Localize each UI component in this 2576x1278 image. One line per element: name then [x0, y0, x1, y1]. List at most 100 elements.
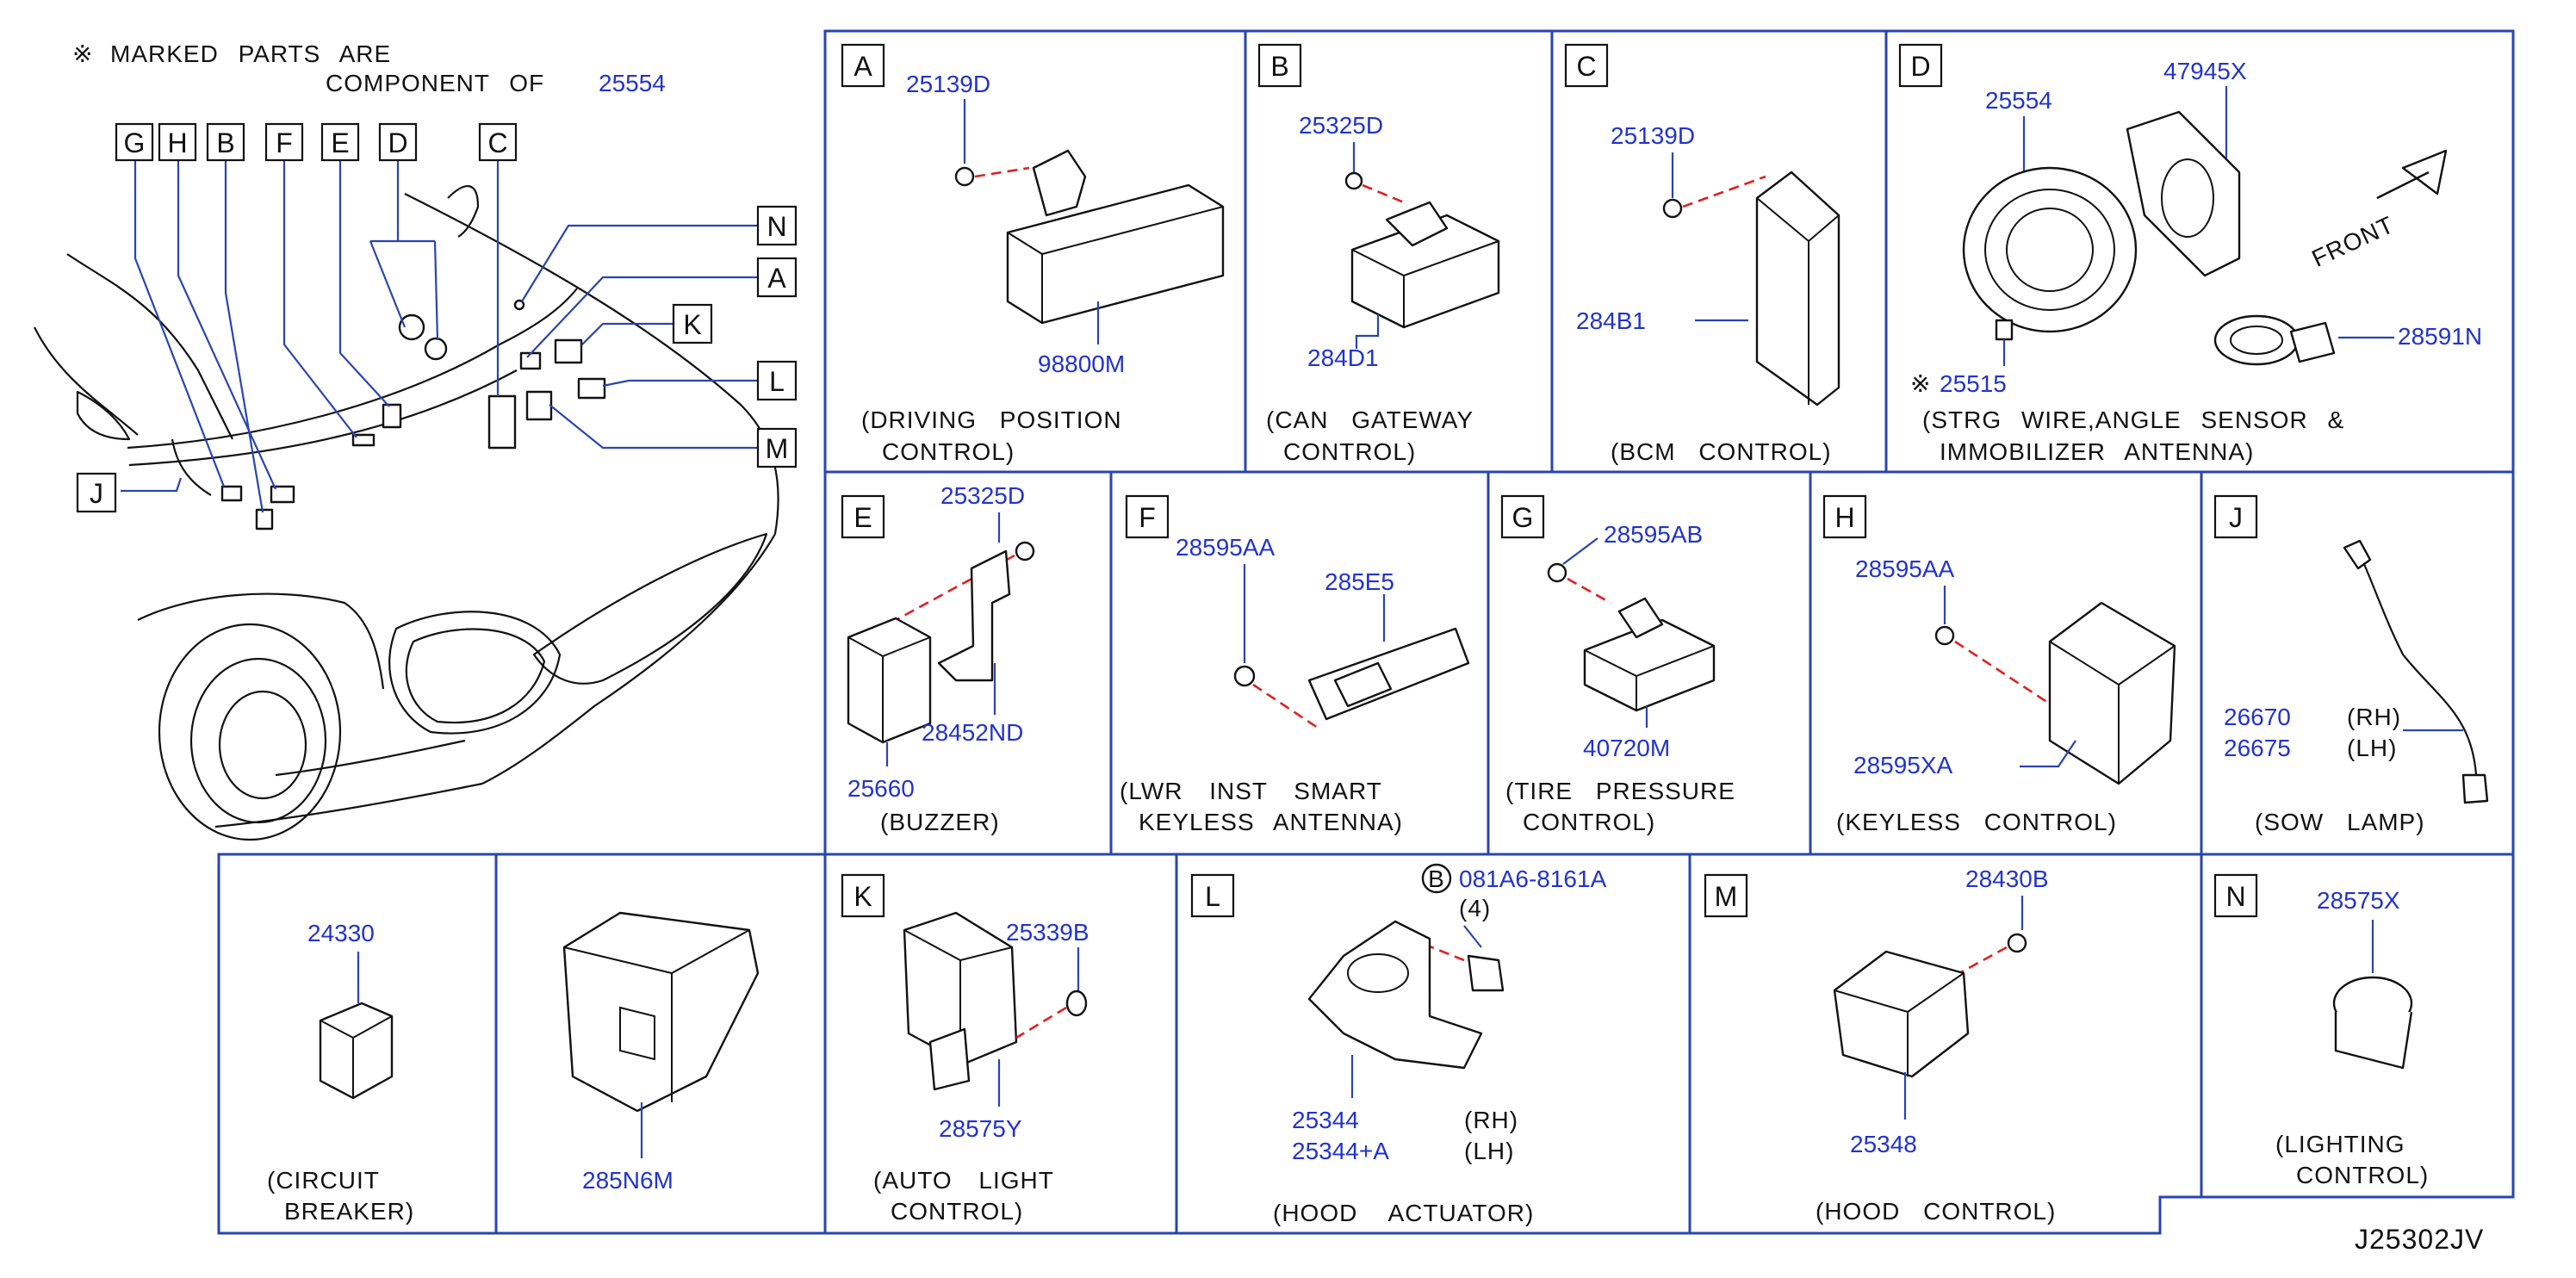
panel-c-letter: C — [1576, 51, 1596, 82]
callout-f: F — [264, 122, 304, 162]
mirror — [76, 390, 131, 441]
note-line2: COMPONENT OF — [326, 70, 544, 96]
comp-e — [382, 403, 402, 429]
panel-n-caption-1: (LIGHTING — [2275, 1131, 2405, 1157]
part-24330: 24330 — [307, 920, 375, 946]
part-285N6M: 285N6M — [582, 1167, 673, 1194]
panel-g-caption-1: (TIRE PRESSURE — [1505, 778, 1735, 804]
panel-b-letter: B — [1270, 51, 1288, 82]
panel-m-caption: (HOOD CONTROL) — [1816, 1198, 2056, 1225]
svg-text:N: N — [767, 211, 786, 242]
callout-a: A — [756, 257, 798, 298]
part-98800M: 98800M — [1038, 351, 1125, 377]
svg-text:G: G — [124, 127, 146, 158]
comp-g — [220, 485, 243, 502]
hood-control-25348 — [1833, 950, 1970, 1078]
panel-h-letter: H — [1834, 502, 1854, 533]
sow-lamp — [2461, 773, 2489, 804]
part-28591N: 28591N — [2398, 323, 2482, 350]
note-part-number: 25554 — [599, 70, 666, 96]
part-285E5: 285E5 — [1325, 568, 1394, 595]
lamp-wire — [2362, 563, 2478, 776]
bumper-bottom — [214, 782, 483, 828]
panel-k-caption-1: (AUTO LIGHT — [873, 1167, 1054, 1194]
panel-e: E 25325D 28452ND 25660 (BUZZER) — [841, 482, 1035, 835]
panel-f-letter: F — [1139, 502, 1156, 533]
panel-d-caption-1: (STRG WIRE,ANGLE SENSOR & — [1922, 406, 2344, 433]
panel-circuit-breaker: 24330 (CIRCUIT BREAKER) — [267, 920, 413, 1225]
panel-n-caption-2: CONTROL) — [2296, 1162, 2429, 1188]
part-28595AA-h: 28595AA — [1855, 555, 1955, 582]
svg-text:J: J — [90, 478, 103, 509]
svg-text:B: B — [216, 127, 234, 158]
module-284D1 — [1350, 214, 1500, 329]
panel-m: M 28430B 25348 (HOOD CONTROL) — [1704, 865, 2056, 1225]
comp-d1 — [398, 313, 425, 341]
part-26675: 26675 — [2224, 735, 2291, 761]
part-25554: 25554 — [1985, 87, 2052, 114]
panel-n-letter: N — [2225, 881, 2245, 912]
comp-j-wire — [171, 438, 212, 496]
screw-icon — [954, 166, 975, 187]
panel-a: A 25139D 98800M (DRIVING POSITION CONTRO… — [841, 43, 1225, 465]
side-rh-j: (RH) — [2347, 704, 2401, 730]
fender-top — [137, 592, 385, 690]
panel-k-letter: K — [853, 881, 872, 912]
washer-icon — [1065, 990, 1088, 1017]
callout-h: H — [158, 122, 197, 162]
panel-m-letter: M — [1715, 881, 1738, 912]
panel-d-caption-2: IMMOBILIZER ANTENNA) — [1940, 438, 2254, 465]
panel-j-letter: J — [2229, 502, 2243, 533]
panel-j: J 26670 (RH) 26675 (LH) (SOW LAMP) — [2213, 494, 2489, 835]
callout-l: L — [756, 360, 798, 401]
panel-l: L B 081A6-8161A (4) 25344 (RH) 25344+A (… — [1190, 863, 1607, 1226]
svg-text:L: L — [769, 366, 785, 397]
svg-text:A: A — [767, 263, 786, 294]
part-40720M: 40720M — [1583, 735, 1670, 761]
comp-a — [519, 351, 542, 370]
panel-l-caption: (HOOD ACTUATOR) — [1273, 1200, 1534, 1226]
grille-inner — [405, 628, 546, 724]
header-note: ※ MARKED PARTS ARE COMPONENT OF 25554 — [72, 40, 666, 96]
comp-k — [554, 338, 583, 364]
note-line1: MARKED PARTS ARE — [110, 40, 391, 67]
hood-actuator — [1307, 920, 1483, 1070]
comp-h — [270, 485, 295, 504]
bolt-marker-letter: B — [1428, 865, 1445, 892]
grid-frame — [217, 29, 2515, 1235]
hood-edge — [404, 193, 779, 535]
comp-f — [351, 433, 376, 447]
panel-f-caption-1: (LWR INST SMART — [1120, 778, 1382, 804]
bracket-28452ND — [937, 549, 1011, 682]
panel-g: G 28595AB 40720M (TIRE PRESSURE CONTROL) — [1500, 494, 1735, 835]
circuit-breaker — [319, 1002, 394, 1100]
screw-icon — [1015, 541, 1035, 561]
hood-front — [481, 533, 776, 785]
callout-k: K — [672, 303, 713, 344]
callout-m: M — [756, 427, 798, 468]
immobilizer-ring — [2213, 314, 2300, 366]
module-98800M — [1006, 183, 1225, 325]
panel-n: N 28575X (LIGHTING CONTROL) — [2213, 873, 2429, 1188]
wheel-arch — [158, 623, 342, 841]
panel-l-letter: L — [1205, 881, 1220, 912]
comp-l — [577, 377, 606, 400]
panel-a-caption-2: CONTROL) — [882, 438, 1015, 465]
comp-m — [525, 390, 553, 421]
panel-e-caption: (BUZZER) — [880, 809, 1000, 835]
svg-text:C: C — [487, 127, 507, 158]
clock-spring — [1962, 166, 2138, 333]
front-label: FRONT — [2308, 211, 2399, 272]
panel-k-caption-2: CONTROL) — [891, 1198, 1023, 1225]
part-28452ND: 28452ND — [922, 719, 1023, 746]
lamp-connector — [2343, 539, 2372, 570]
panel-e-letter: E — [853, 502, 872, 533]
panel-f: F 28595AA 285E5 (LWR INST SMART KEYLESS … — [1120, 494, 1470, 835]
part-28595AB: 28595AB — [1604, 521, 1703, 548]
side-lh-l: (LH) — [1464, 1138, 1514, 1164]
callout-g: G — [115, 122, 154, 162]
panel-a-caption-1: (DRIVING POSITION — [861, 406, 1122, 433]
panel-b: B 25325D 284D1 (CAN GATEWAY CONTROL) — [1257, 43, 1500, 465]
part-25344A: 25344+A — [1292, 1138, 1389, 1164]
overview-leaders — [121, 159, 758, 513]
